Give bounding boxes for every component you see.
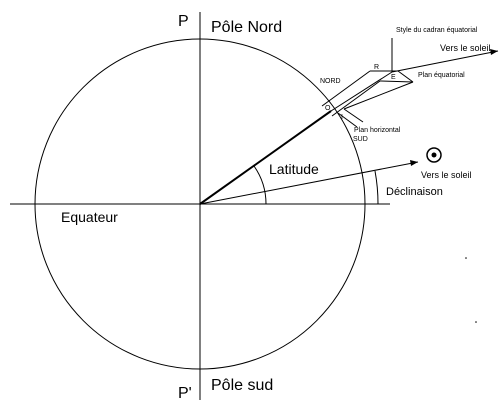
point-i-label: I (341, 114, 343, 121)
stray-dot (475, 321, 477, 323)
sun-direction-upper-arrow (490, 49, 498, 55)
sun-direction-upper-label: Vers le soleil (440, 43, 491, 53)
horizontal-plane-band-a (321, 70, 371, 107)
point-e-label: E (391, 74, 396, 81)
sun-direction-lower-arrow (410, 160, 418, 166)
pole-south-label: Pôle sud (211, 377, 273, 394)
latitude-label: Latitude (269, 161, 319, 177)
declination-arc (374, 170, 379, 205)
equator-label: Equateur (61, 209, 118, 225)
point-o-label: O (325, 105, 331, 112)
sun-direction-lower-label: Vers le soleil (421, 170, 472, 180)
sun-symbol-icon (426, 147, 442, 163)
equatorial-plane-diagonal (343, 81, 414, 110)
latitude-arc (253, 165, 267, 205)
dial-style-label: Style du cadran équatorial (396, 27, 478, 34)
horizontal-plane-label: Plan horizontal (354, 127, 401, 134)
north-label: NORD (320, 78, 341, 85)
latitude-line (199, 110, 332, 205)
equatorial-plane-label: Plan équatorial (418, 72, 465, 79)
point-r-label: R (374, 64, 379, 71)
declination-label: Déclinaison (386, 186, 443, 198)
sun-direction-upper-line (391, 50, 499, 73)
pole-north-label: Pôle Nord (211, 19, 282, 36)
sun-direction-lower-line (199, 161, 419, 205)
horizontal-plane-band-b (331, 80, 381, 117)
horizontal-plane-band-c (337, 112, 358, 128)
stray-dot (465, 257, 467, 259)
observer-to-e-line (330, 71, 393, 112)
pole-south-letter: P' (178, 385, 192, 402)
equatorial-plane-bottom (379, 80, 414, 83)
pole-north-letter: P (178, 13, 189, 30)
horizontal-plane-band-d (343, 108, 364, 123)
south-label: SUD (353, 136, 368, 143)
equatorial-plane-right (397, 70, 414, 83)
